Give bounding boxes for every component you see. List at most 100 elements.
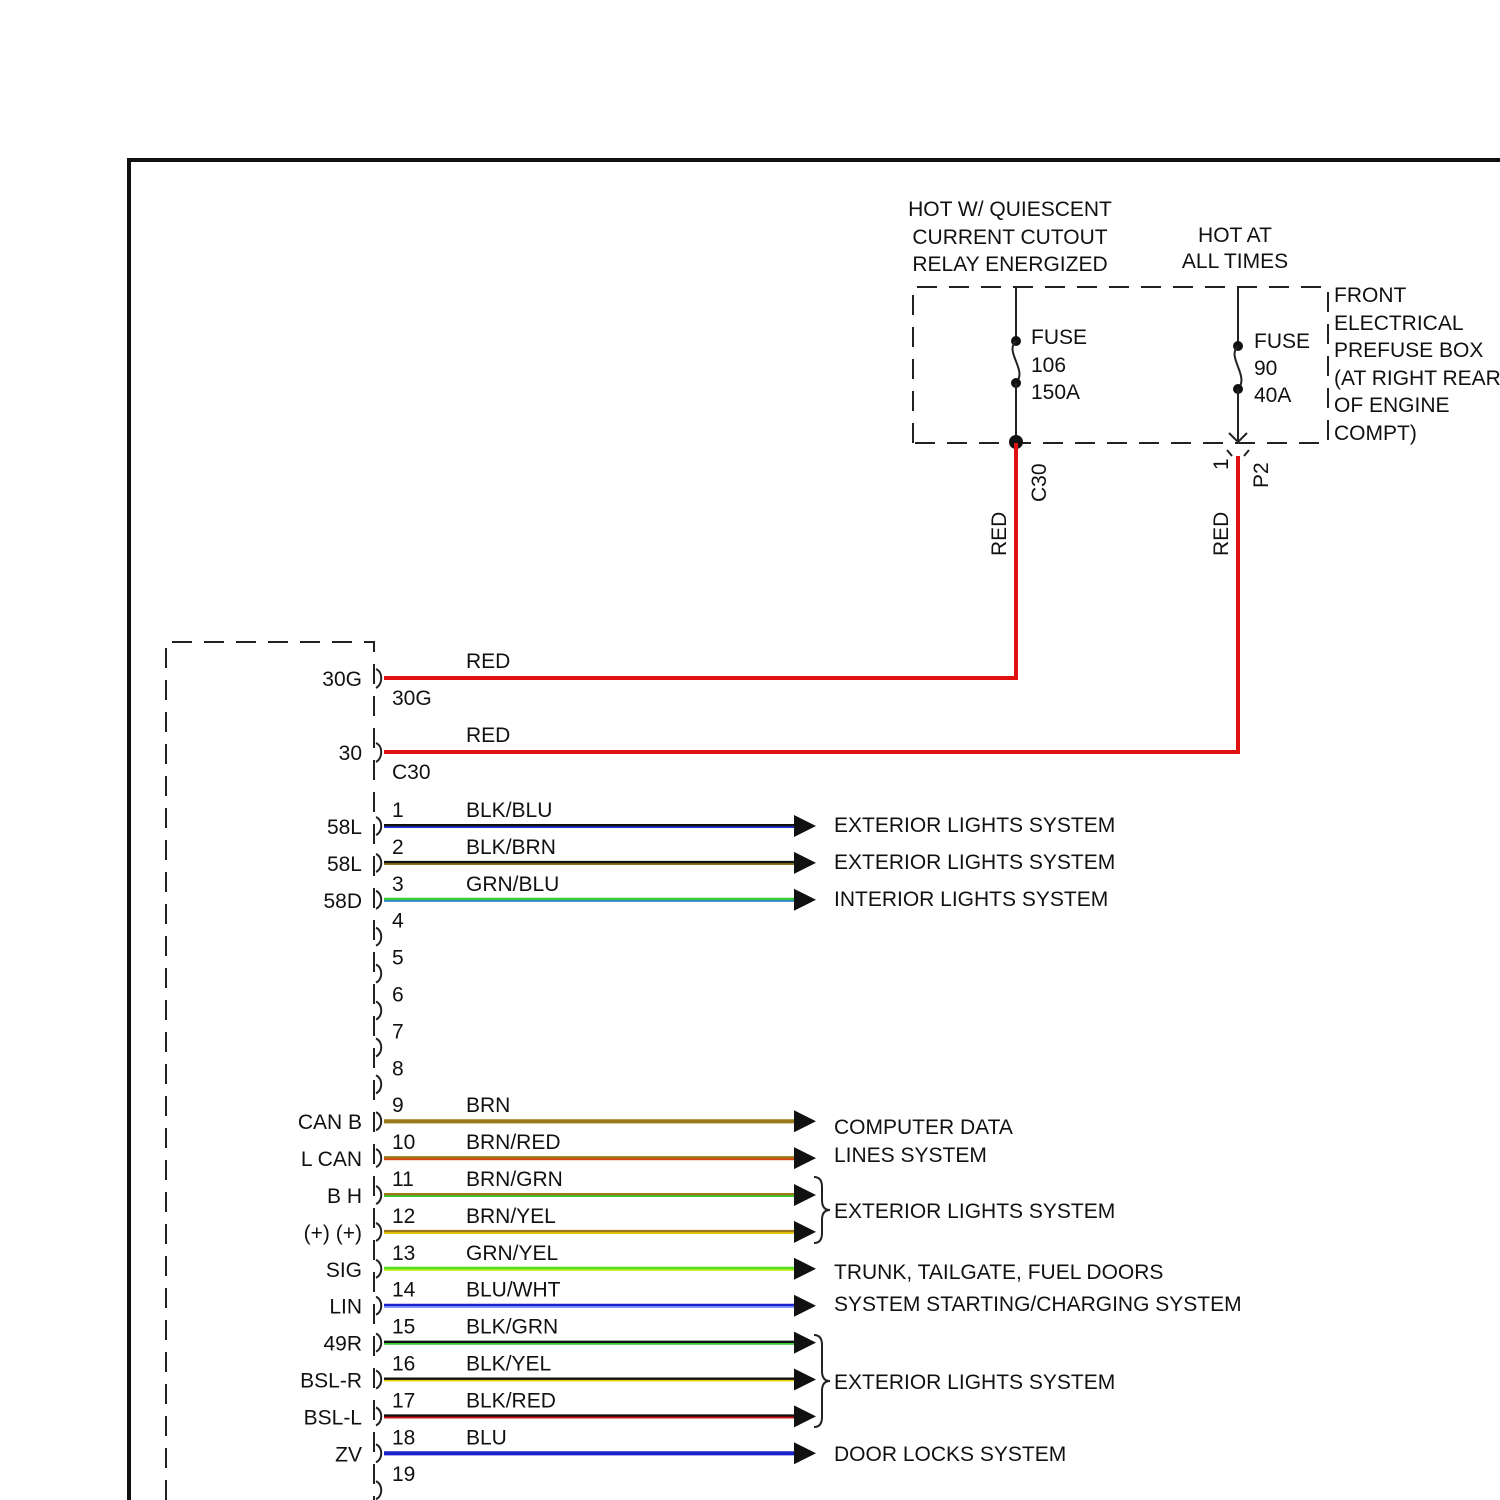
circuit-row-10: 10L CANBRN/RED bbox=[301, 1131, 816, 1171]
arrow-icon bbox=[794, 1221, 816, 1243]
arrow-icon bbox=[794, 1332, 816, 1354]
pin-number: 16 bbox=[392, 1353, 415, 1376]
destination-computer-data-2: LINES SYSTEM bbox=[834, 1144, 987, 1167]
circuit-row-4: 4 bbox=[376, 910, 404, 946]
wire-color-label: BRN/YEL bbox=[466, 1205, 556, 1228]
destination-exterior-lights: EXTERIOR LIGHTS SYSTEM bbox=[834, 851, 1115, 874]
connector-cavity bbox=[376, 1038, 381, 1056]
destination-exterior-lights: EXTERIOR LIGHTS SYSTEM bbox=[834, 814, 1115, 837]
circuit-row-2: 258LBLK/BRN bbox=[327, 836, 816, 876]
arrow-icon bbox=[794, 1442, 816, 1464]
terminal-30: C30 bbox=[392, 761, 431, 784]
pin-number: 15 bbox=[392, 1316, 415, 1339]
prefuse-box: FRONT ELECTRICAL PREFUSE BOX (AT RIGHT R… bbox=[908, 198, 1500, 456]
prefuse-box-label-5: OF ENGINE bbox=[1334, 394, 1450, 417]
prefuse-box-label-4: (AT RIGHT REAR bbox=[1334, 367, 1500, 390]
pin-label: CAN B bbox=[298, 1111, 362, 1134]
arrow-icon bbox=[794, 1110, 816, 1132]
destination-computer-data-1: COMPUTER DATA bbox=[834, 1116, 1013, 1139]
connector-p2-pin: 1 bbox=[1210, 458, 1233, 470]
arrow-icon bbox=[794, 1258, 816, 1280]
arrow-icon bbox=[794, 1295, 816, 1317]
destination-interior-lights: INTERIOR LIGHTS SYSTEM bbox=[834, 888, 1108, 911]
wire-color-label: BLK/BLU bbox=[466, 799, 552, 822]
connector-cavity bbox=[376, 1444, 381, 1462]
feed-left-line-2: CURRENT CUTOUT bbox=[912, 226, 1107, 249]
feed-left-line-3: RELAY ENERGIZED bbox=[912, 253, 1107, 276]
prefuse-box-label-2: ELECTRICAL bbox=[1334, 312, 1464, 335]
circuit-row-1: 158LBLK/BLU bbox=[327, 799, 816, 839]
terminal-30g: 30G bbox=[392, 687, 432, 710]
connector-cavity bbox=[376, 1149, 381, 1167]
pin-number: 5 bbox=[392, 947, 404, 970]
connector-cavity bbox=[376, 743, 381, 762]
connector-p2-label: P2 bbox=[1250, 462, 1273, 488]
fuse-106-number: 106 bbox=[1031, 354, 1066, 377]
pin-label: BSL-R bbox=[300, 1370, 362, 1393]
fuse-106-label: FUSE bbox=[1031, 326, 1087, 349]
circuit-row-11: 11 B H BRN/GRN bbox=[327, 1168, 816, 1208]
destination-exterior-lights: EXTERIOR LIGHTS SYSTEM bbox=[834, 1200, 1115, 1223]
wire-red-30 bbox=[384, 456, 1238, 752]
circuit-row-12: 12(+) (+)BRN/YEL bbox=[304, 1205, 816, 1245]
pin-number: 11 bbox=[392, 1168, 414, 1191]
circuit-row-6: 6 bbox=[376, 984, 404, 1020]
wire-color-label: BRN/GRN bbox=[466, 1168, 563, 1191]
pin-label: 58D bbox=[323, 890, 362, 913]
pin-label: B H bbox=[327, 1185, 362, 1208]
feed-left-line-1: HOT W/ QUIESCENT bbox=[908, 198, 1112, 221]
feed-right-line-1: HOT AT bbox=[1198, 224, 1272, 247]
fuse-90-number: 90 bbox=[1254, 357, 1277, 380]
destinations: EXTERIOR LIGHTS SYSTEM EXTERIOR LIGHTS S… bbox=[814, 814, 1242, 1466]
prefuse-box-label-6: COMPT) bbox=[1334, 422, 1417, 445]
circuit-row-15: 15 49R BLK/GRN bbox=[323, 1316, 816, 1356]
connector-p2-socket bbox=[1227, 450, 1249, 456]
connector-cavity bbox=[376, 669, 381, 688]
wire-color-label: BLK/YEL bbox=[466, 1353, 551, 1376]
arrow-icon bbox=[794, 852, 816, 874]
wire-color-label: BRN bbox=[466, 1094, 510, 1117]
connector-cavity bbox=[376, 854, 381, 872]
power-feeds: C30 1 P2 RED RED 30G 30G RED 30 C30 RED bbox=[322, 443, 1273, 784]
connector-cavity bbox=[376, 1223, 381, 1241]
wire-color-label: BLK/GRN bbox=[466, 1316, 558, 1339]
prefuse-box-label-1: FRONT bbox=[1334, 284, 1406, 307]
arrow-icon bbox=[794, 1369, 816, 1391]
group-brace bbox=[814, 1335, 830, 1427]
destination-starting-charging: SYSTEM STARTING/CHARGING SYSTEM bbox=[834, 1293, 1242, 1316]
prefuse-box-label-3: PREFUSE BOX bbox=[1334, 339, 1483, 362]
pin-label: L CAN bbox=[301, 1148, 362, 1171]
pin-number: 1 bbox=[392, 799, 404, 822]
pin-number: 19 bbox=[392, 1463, 415, 1486]
fuse-90-label: FUSE bbox=[1254, 330, 1310, 353]
circuit-row-18: 18ZVBLU bbox=[335, 1426, 816, 1466]
connector-cavity bbox=[376, 1260, 381, 1278]
pin-label: 49R bbox=[323, 1333, 362, 1356]
arrow-icon bbox=[794, 889, 816, 911]
group-brace bbox=[814, 1177, 830, 1243]
destination-exterior-lights: EXTERIOR LIGHTS SYSTEM bbox=[834, 1371, 1115, 1394]
connector-cavity bbox=[376, 817, 381, 835]
pin-number: 12 bbox=[392, 1205, 415, 1228]
riser-wire-color-right: RED bbox=[1210, 512, 1233, 556]
connector-cavity bbox=[376, 928, 381, 946]
wire-color-label: GRN/YEL bbox=[466, 1242, 558, 1265]
connector-c30-label: C30 bbox=[1028, 463, 1051, 502]
pin-number: 4 bbox=[392, 910, 404, 933]
riser-wire-color-left: RED bbox=[988, 512, 1011, 556]
circuit-rows: 158LBLK/BLU258LBLK/BRN358DGRN/BLU456789C… bbox=[298, 799, 816, 1499]
wire-color-30: RED bbox=[466, 724, 510, 747]
connector-cavity bbox=[376, 1186, 381, 1204]
pin-label: LIN bbox=[329, 1296, 362, 1319]
connector-cavity bbox=[376, 1297, 381, 1315]
pin-number: 14 bbox=[392, 1279, 416, 1302]
fuse-90: FUSE 90 40A bbox=[1227, 287, 1310, 456]
connector-cavity bbox=[376, 891, 381, 909]
wire-color-label: BLK/RED bbox=[466, 1389, 556, 1412]
destination-trunk-tailgate-fuel-doors: TRUNK, TAILGATE, FUEL DOORS bbox=[834, 1261, 1163, 1284]
circuit-row-8: 8 bbox=[376, 1057, 404, 1093]
connector-cavity bbox=[376, 1481, 381, 1499]
pin-number: 6 bbox=[392, 984, 404, 1007]
arrow-icon bbox=[794, 1184, 816, 1206]
